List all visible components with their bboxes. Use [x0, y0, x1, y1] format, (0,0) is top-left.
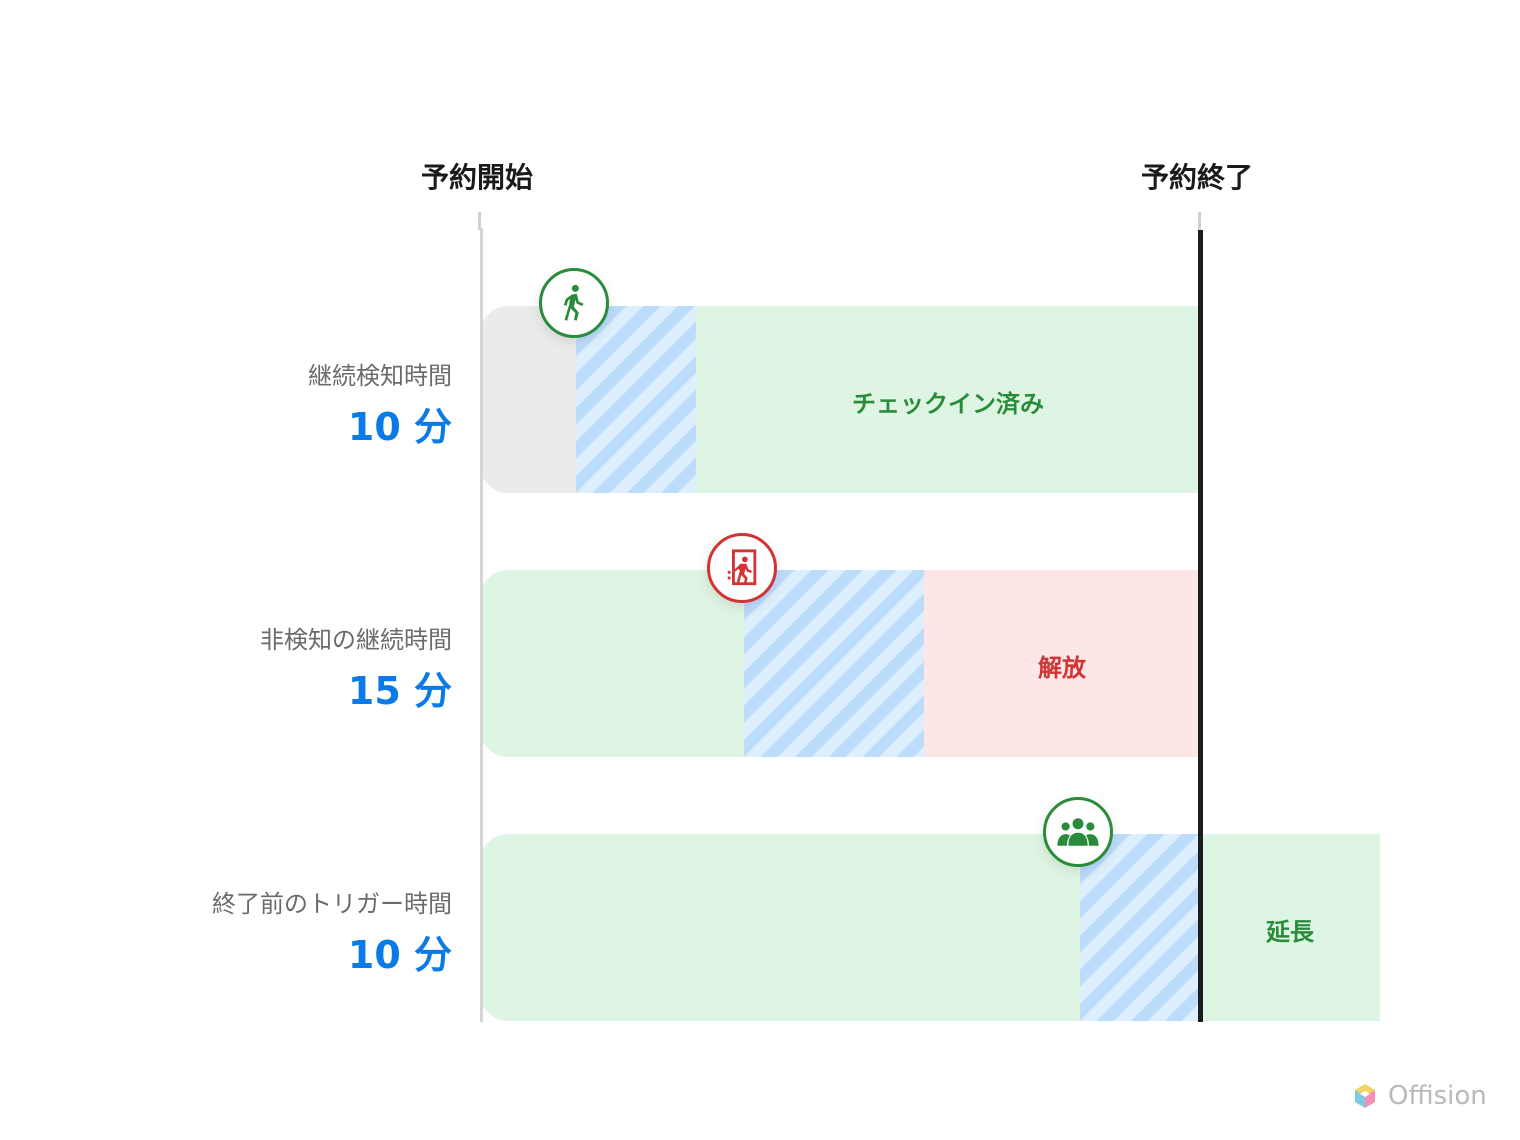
row-2-non-detection-segment [744, 570, 924, 757]
reservation-start-line [480, 228, 483, 1022]
row-1-label: 継続検知時間 [308, 362, 452, 390]
row-3-label: 終了前のトリガー時間 [212, 890, 452, 918]
row-2-released-segment [924, 570, 1200, 757]
end-tick [1198, 212, 1201, 230]
row-3-result-label: 延長 [1266, 918, 1314, 946]
row-2-value: 15 分 [347, 669, 452, 713]
walking-person-icon [539, 268, 609, 338]
brand-name: Offision [1388, 1081, 1487, 1111]
group-people-icon [1043, 797, 1113, 867]
reservation-end-label: 予約終了 [1141, 161, 1254, 194]
row-2-before-segment [480, 570, 744, 757]
row-3-trigger-segment [1080, 834, 1200, 1021]
reservation-start-label: 予約開始 [421, 161, 534, 194]
row-1-checked-in-segment [696, 306, 1200, 493]
exit-door-icon [707, 533, 777, 603]
row-3-before-segment [480, 834, 1080, 1021]
row-3-value: 10 分 [347, 933, 452, 977]
offision-logo-icon [1352, 1082, 1378, 1110]
row-2-result-label: 解放 [1038, 654, 1086, 682]
row-1-detection-segment [576, 306, 696, 493]
reservation-end-line [1198, 230, 1203, 1022]
row-1-value: 10 分 [347, 405, 452, 449]
row-3-extended-segment [1200, 834, 1380, 1021]
row-1-before-segment [480, 306, 576, 493]
row-2-label: 非検知の継続時間 [260, 626, 452, 654]
start-tick [478, 212, 481, 230]
row-1-result-label: チェックイン済み [852, 390, 1044, 418]
